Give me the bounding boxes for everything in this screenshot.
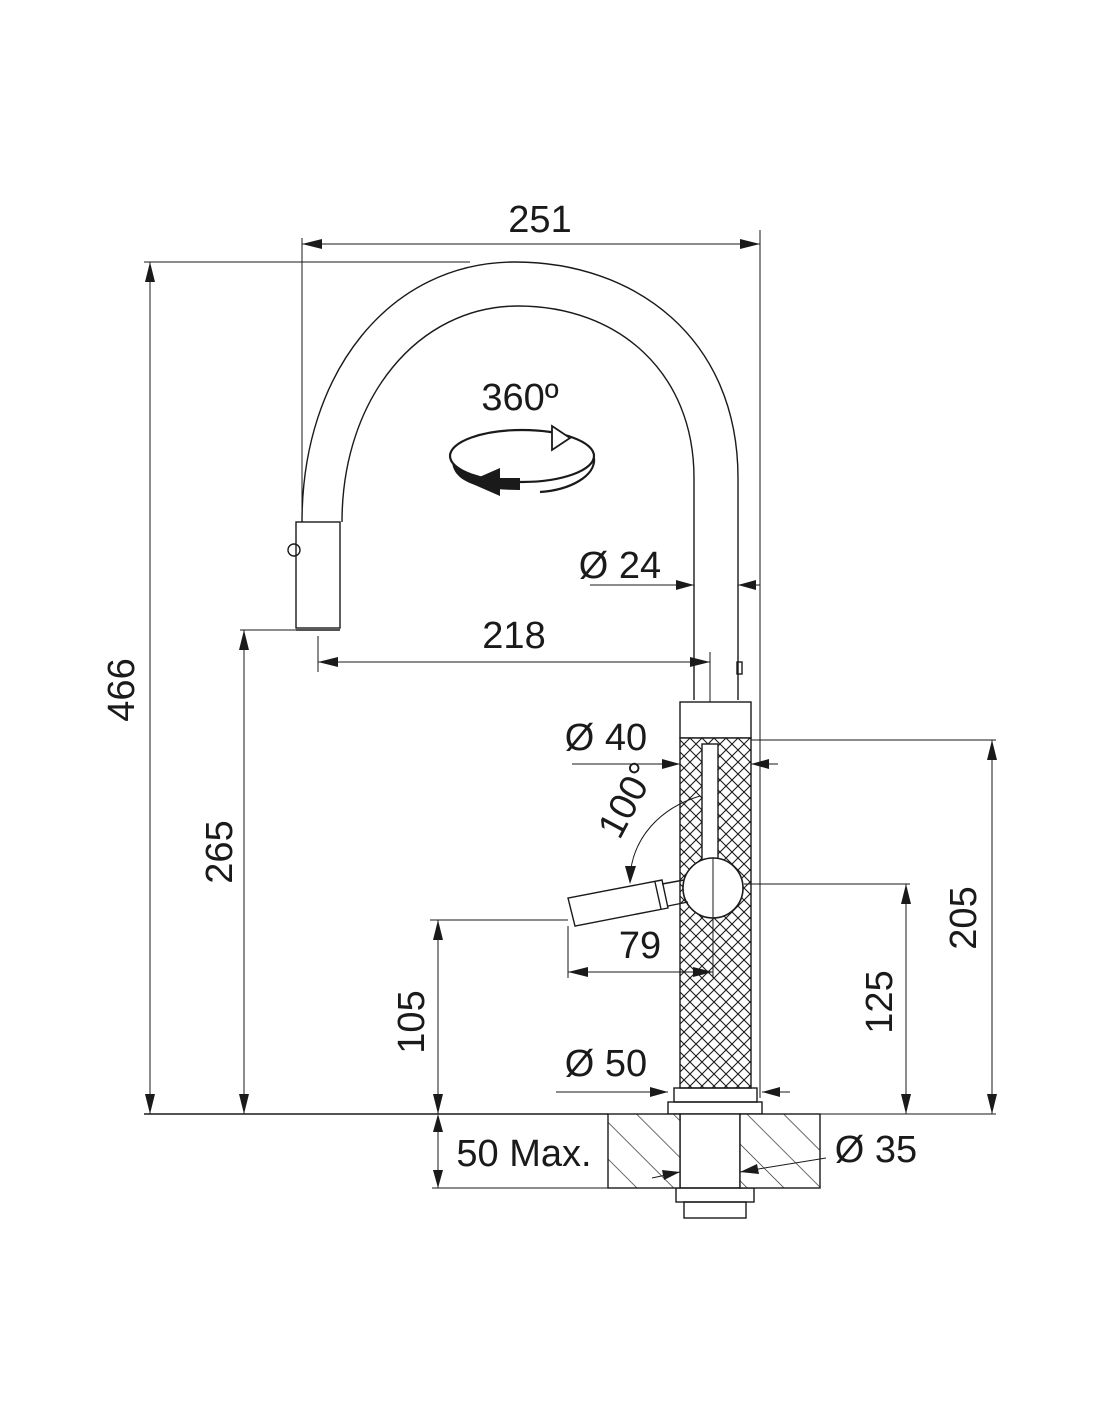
label-rotation: 360º	[481, 377, 558, 419]
dimension-lines	[145, 239, 997, 1188]
label-diameter-base: Ø 50	[565, 1043, 647, 1085]
label-height-body: 205	[943, 886, 985, 949]
label-height-lever: 105	[391, 990, 433, 1053]
label-diameter-body: Ø 40	[565, 717, 647, 759]
label-diameter-hole: Ø 35	[835, 1129, 917, 1171]
countertop-section	[144, 1113, 821, 1189]
label-height-lever-axis: 125	[859, 970, 901, 1033]
label-countertop-thickness: 50 Max.	[456, 1133, 591, 1175]
label-diameter-spout: Ø 24	[579, 545, 661, 587]
label-reach: 218	[482, 615, 545, 657]
label-width-overall: 251	[508, 199, 571, 241]
label-lever-angle: 100°	[590, 756, 664, 845]
label-height-total: 466	[101, 658, 143, 721]
rotation-arrow-icon	[448, 424, 596, 496]
label-lever-reach: 79	[619, 925, 661, 967]
extension-lines	[144, 230, 996, 1115]
dimension-labels: 251 360º Ø 24 218 466 265 Ø 40 100° 79 1…	[101, 199, 985, 1175]
faucet-outline	[287, 261, 763, 1219]
label-height-outlet: 265	[199, 820, 241, 883]
